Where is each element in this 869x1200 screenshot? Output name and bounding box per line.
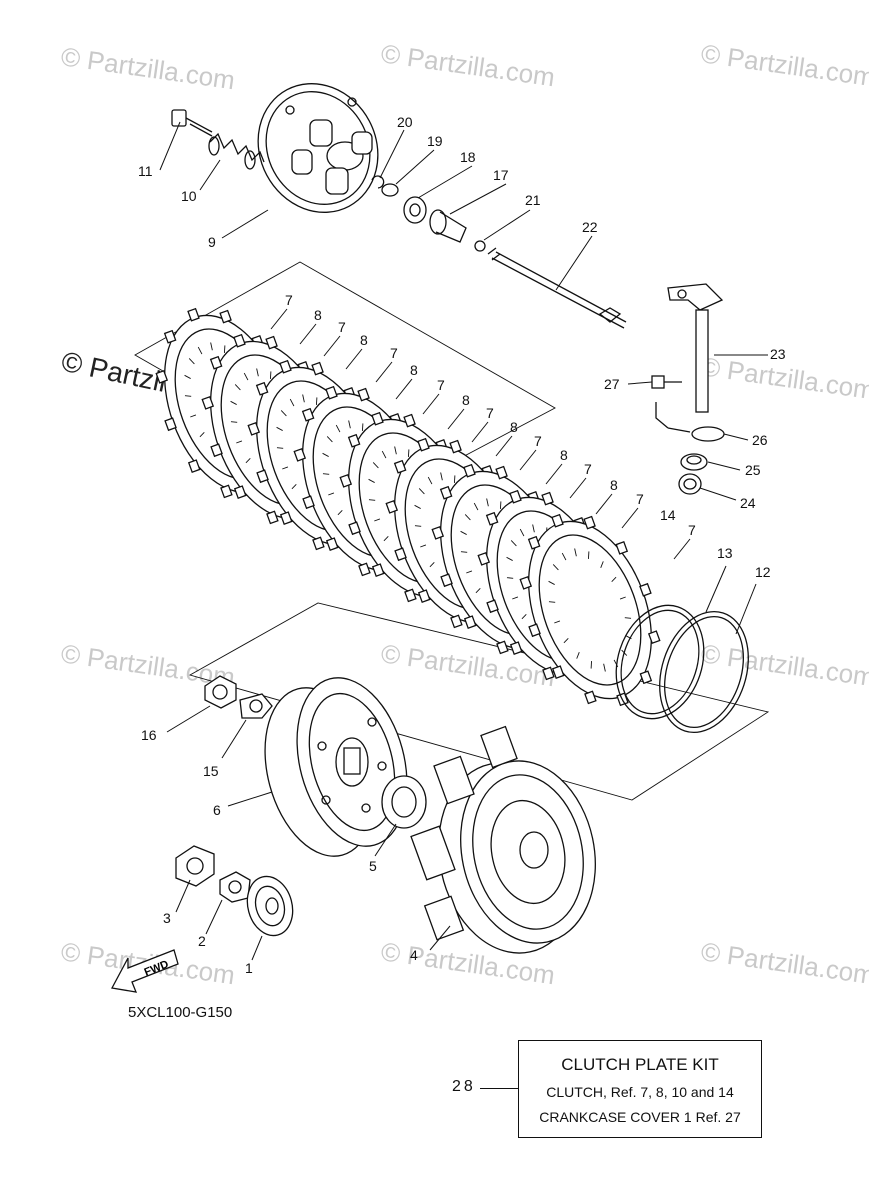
callout-23: 23	[770, 346, 786, 362]
callout-7: 7	[390, 345, 398, 361]
pressure-plate	[257, 83, 379, 213]
leader-line	[422, 393, 440, 415]
leader-line	[673, 538, 691, 560]
kit-title: CLUTCH PLATE KIT	[561, 1055, 719, 1074]
callout-25: 25	[745, 462, 761, 478]
callout-4: 4	[410, 947, 418, 963]
callout-8: 8	[410, 362, 418, 378]
callout-8: 8	[462, 392, 470, 408]
lever-plate	[655, 402, 725, 442]
callout-17: 17	[493, 167, 509, 183]
leader-line	[495, 435, 513, 457]
callout-20: 20	[397, 114, 413, 130]
leader-line	[569, 477, 587, 499]
kit-ref-number: 28	[452, 1078, 476, 1095]
watermark: © Partzilla.com	[699, 936, 869, 990]
callout-11: 11	[138, 163, 153, 179]
leader-line	[545, 463, 563, 485]
callout-18: 18	[460, 149, 476, 165]
seat-plate	[659, 610, 749, 734]
clutch-plate-kit-box: CLUTCH PLATE KIT CLUTCH, Ref. 7, 8, 10 a…	[518, 1040, 762, 1138]
callout-26: 26	[752, 432, 768, 448]
leader-line	[447, 408, 465, 430]
push-rod-2	[487, 247, 627, 329]
watermark: © Partzilla.com	[379, 38, 557, 92]
leader-line	[270, 308, 288, 330]
callout-10: 10	[181, 188, 197, 204]
lock-washer	[239, 693, 273, 719]
callout-7: 7	[437, 377, 445, 393]
drawing-code: 5XCL100-G150	[128, 1004, 233, 1021]
callout-8: 8	[610, 477, 618, 493]
callout-13: 13	[717, 545, 733, 561]
callout-27: 27	[604, 376, 620, 392]
bearing	[403, 196, 427, 224]
callout-15: 15	[203, 763, 219, 779]
primary-drive-nut	[175, 845, 215, 887]
push-rod-1	[429, 209, 467, 243]
cushion-ring	[615, 604, 705, 720]
callout-7: 7	[534, 433, 542, 449]
thrust-washer	[381, 775, 427, 829]
callout-2: 2	[198, 933, 206, 949]
clutch-bolt	[171, 109, 213, 137]
callout-9: 9	[208, 234, 216, 250]
kit-line-crankcase: CRANKCASE COVER 1 Ref. 27	[539, 1109, 741, 1125]
kit-line-clutch: CLUTCH, Ref. 7, 8, 10 and 14	[546, 1084, 734, 1100]
callout-7: 7	[338, 319, 346, 335]
callout-8: 8	[510, 419, 518, 435]
clutch-plate-stack	[155, 307, 661, 707]
callout-6: 6	[213, 802, 221, 818]
callout-12: 12	[755, 564, 771, 580]
callout-3: 3	[163, 910, 171, 926]
leader-line	[621, 507, 639, 529]
oil-seal	[680, 453, 708, 471]
watermark: © Partzilla.com	[59, 41, 237, 95]
callout-24: 24	[740, 495, 756, 511]
kit-leader-line	[480, 1088, 518, 1089]
callout-7: 7	[584, 461, 592, 477]
leader-line	[595, 493, 613, 515]
callout-14: 14	[660, 507, 676, 523]
leader-lines	[159, 121, 768, 961]
leader-line	[471, 421, 489, 443]
callout-8: 8	[314, 307, 322, 323]
callout-7: 7	[636, 491, 644, 507]
watermark: © Partzilla.com	[699, 38, 869, 92]
clutch-boss	[264, 677, 408, 857]
callout-1: 1	[245, 960, 253, 976]
leader-line	[345, 348, 363, 370]
primary-drive-gear	[246, 875, 294, 937]
leader-line	[375, 361, 393, 383]
callout-16: 16	[141, 727, 157, 743]
ball	[474, 240, 486, 252]
callout-19: 19	[427, 133, 443, 149]
callout-labels: 1 2 3 4 5 6 9 10 11 12 13 14 15 16 17 18…	[138, 114, 786, 976]
watermark: © Partzilla.com	[699, 638, 869, 692]
clutch-housing	[410, 725, 596, 954]
crankcase-bolt	[651, 375, 682, 389]
primary-drive-washer	[219, 871, 251, 903]
circlip	[371, 175, 385, 189]
callout-8: 8	[560, 447, 568, 463]
hub-group-outline	[188, 602, 770, 801]
callout-5: 5	[369, 858, 377, 874]
callout-21: 21	[525, 192, 541, 208]
leader-line	[519, 449, 537, 471]
callout-8: 8	[360, 332, 368, 348]
leader-line	[299, 323, 317, 345]
callout-7: 7	[486, 405, 494, 421]
leader-line	[395, 378, 413, 400]
callout-7: 7	[285, 292, 293, 308]
clutch-spring	[208, 132, 265, 170]
callout-7: 7	[688, 522, 696, 538]
push-lever-shaft	[667, 283, 724, 413]
needle-bearing	[678, 473, 702, 495]
washer	[381, 183, 399, 197]
clutch-nut	[204, 675, 237, 709]
callout-22: 22	[582, 219, 598, 235]
leader-line	[323, 335, 341, 357]
